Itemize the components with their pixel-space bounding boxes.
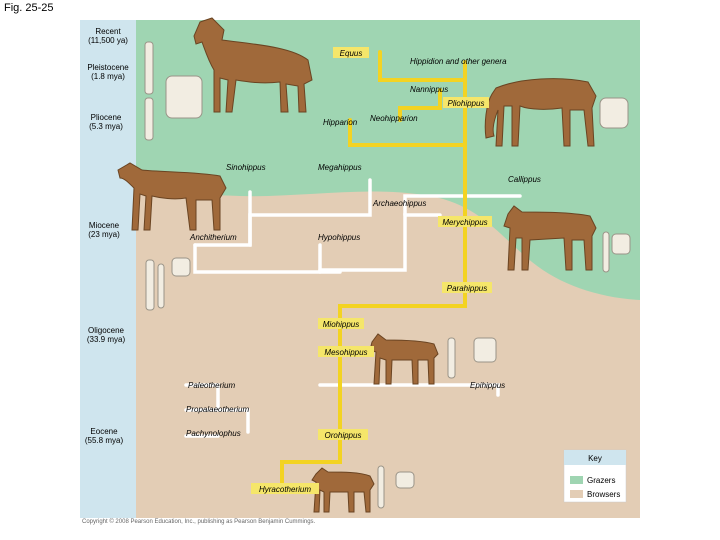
epoch-name: Recent [95,27,121,36]
leg-bone-icon [145,42,153,94]
epoch-oligocene: Oligocene (33.9 mya) [87,326,126,344]
epoch-date: (5.3 mya) [89,122,123,131]
leg-bone-icon [146,260,154,310]
genus-anchitherium: Anchitherium [189,233,237,242]
genus-mesohippus: Mesohippus [324,348,367,357]
genus-pachynolophus: Pachynolophus [186,429,241,438]
key-title: Key [588,454,602,463]
epoch-name: Pleistocene [87,63,129,72]
genus-sinohippus: Sinohippus [226,163,266,172]
leg-bone-icon [603,232,609,272]
copyright-notice: Copyright © 2008 Pearson Education, Inc.… [82,519,315,525]
leg-bone-icon [158,264,164,308]
genus-neohipparion: Neohipparion [370,114,418,123]
genus-pliohippus: Pliohippus [448,99,485,108]
tooth-icon [474,338,496,362]
epoch-date: (1.8 mya) [91,72,125,81]
genus-hypohippus: Hypohippus [318,233,360,242]
epoch-date: (11,500 ya) [88,36,128,45]
genus-hyracotherium: Hyracotherium [259,485,311,494]
epoch-pliocene: Pliocene (5.3 mya) [89,113,123,131]
epoch-name: Pliocene [91,113,122,122]
tooth-icon [612,234,630,254]
genus-megahippus: Megahippus [318,163,362,172]
epoch-name: Oligocene [88,326,125,335]
key-legend: Key Grazers Browsers [564,450,626,502]
genus-nannippus: Nannippus [410,85,448,94]
genus-orohippus: Orohippus [325,431,362,440]
key-browsers-label: Browsers [587,490,620,499]
grazers-swatch [570,476,583,484]
tooth-icon [172,258,190,276]
tooth-icon [600,98,628,128]
genus-miohippus: Miohippus [323,320,359,329]
epoch-pleistocene: Pleistocene (1.8 mya) [87,63,129,81]
figure-label: Fig. 25-25 [4,2,54,14]
epoch-date: (23 mya) [88,230,120,239]
genus-hippidion: Hippidion and other genera [410,57,507,66]
epoch-name: Eocene [90,427,118,436]
leg-bone-icon [378,466,384,508]
tooth-icon [396,472,414,488]
genus-merychippus: Merychippus [442,218,487,227]
epoch-date: (55.8 mya) [85,436,124,445]
epoch-miocene: Miocene (23 mya) [88,221,120,239]
genus-epihippus: Epihippus [470,381,505,390]
key-grazers-label: Grazers [587,476,615,485]
leg-bone-icon [145,98,153,140]
tooth-icon [166,76,202,118]
genus-archaeohippus: Archaeohippus [372,199,426,208]
genus-callippus: Callippus [508,175,541,184]
genus-parahippus: Parahippus [447,284,487,293]
genus-paleotherium: Paleotherium [188,381,235,390]
browsers-swatch [570,490,583,498]
leg-bone-icon [448,338,455,378]
genus-hipparion: Hipparion [323,118,358,127]
genus-equus: Equus [340,49,363,58]
epoch-name: Miocene [89,221,120,230]
genus-propalaeotherium: Propalaeotherium [186,405,249,414]
epoch-date: (33.9 mya) [87,335,126,344]
